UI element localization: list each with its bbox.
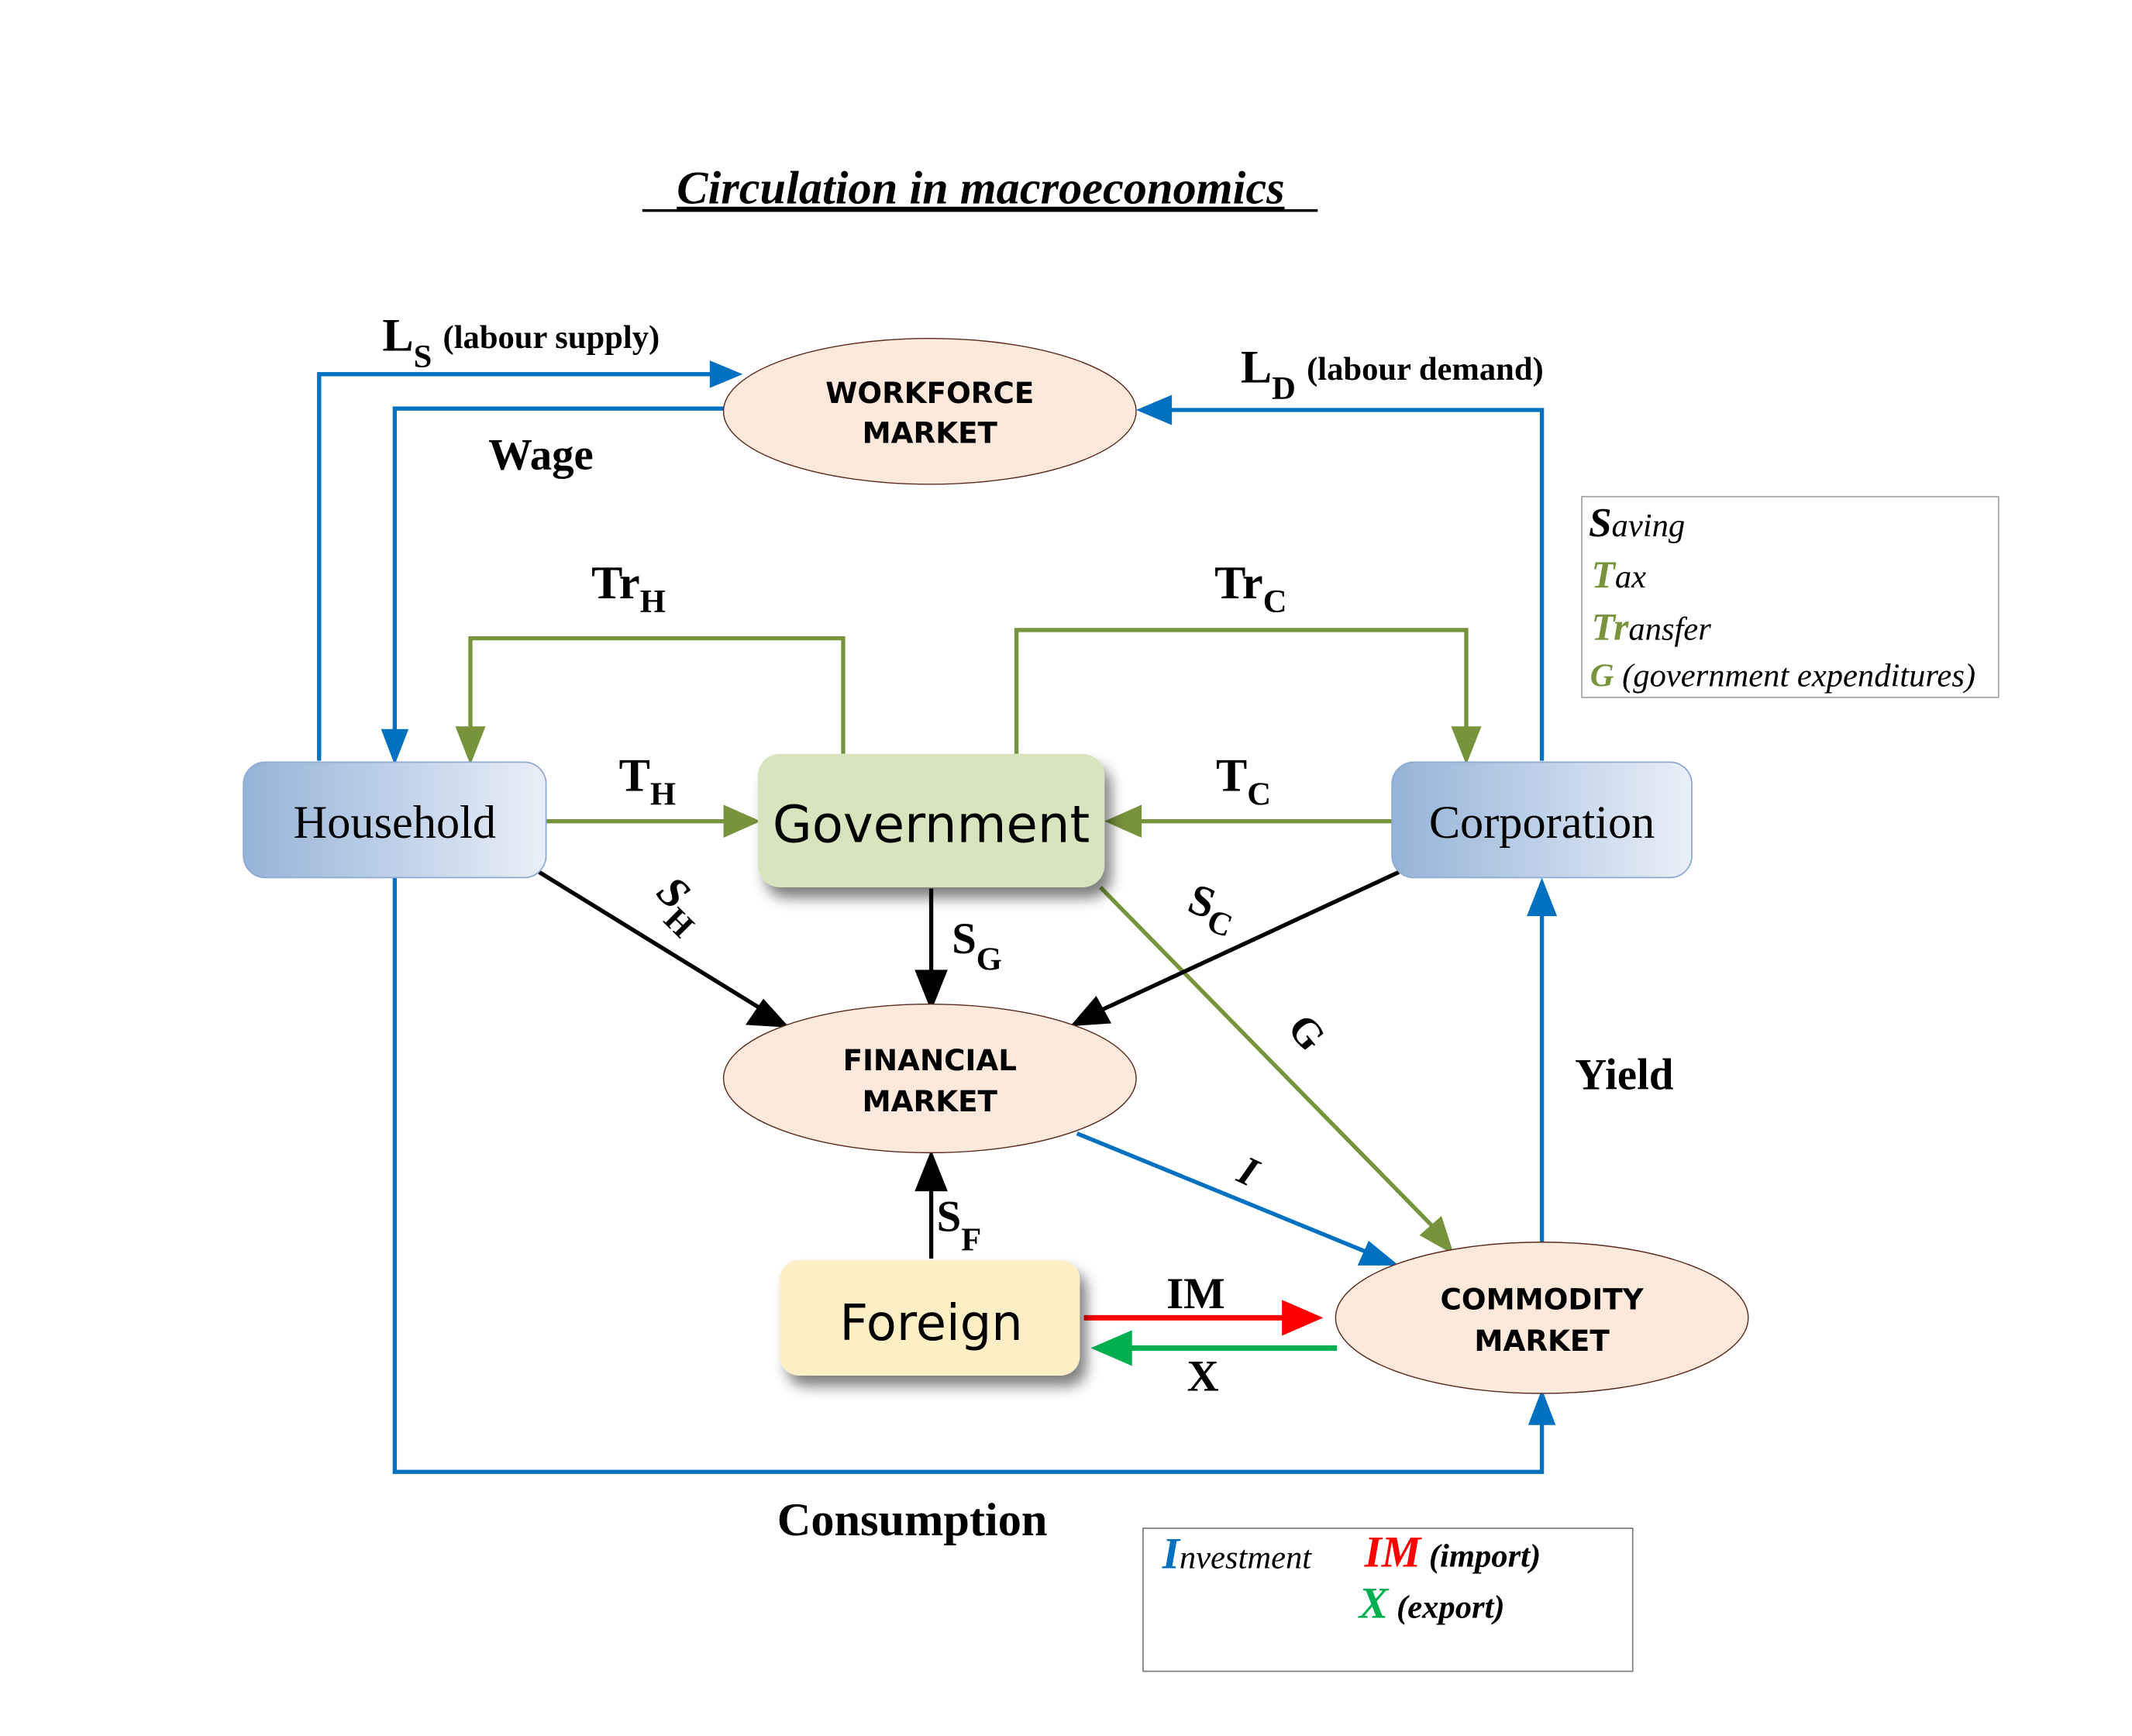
yield-label: Yield — [1575, 1051, 1673, 1100]
commodity-market-label-1: COMMODITY — [1441, 1283, 1645, 1317]
workforce-market-label-1: WORKFORCE — [825, 376, 1034, 410]
financial-market-node[interactable]: FINANCIAL MARKET — [722, 1003, 1137, 1154]
commodity-market-label-2: MARKET — [1474, 1324, 1610, 1358]
financial-market-label-2: MARKET — [863, 1084, 998, 1118]
investment-label: I — [1231, 1147, 1267, 1197]
saving-corporation-flow — [1069, 870, 1400, 1027]
legend-item-government-expenditures: G (government expenditures) — [1590, 658, 1975, 694]
transfer-corporation-flow — [1014, 628, 1482, 765]
labour-demand-label: LD(labour demand) — [1241, 341, 1544, 406]
saving-household-label: SH — [639, 866, 718, 945]
legend-item-export: X (export) — [1358, 1579, 1505, 1628]
workforce-market-label-2: MARKET — [863, 416, 998, 450]
saving-corporation-label: SC — [1180, 874, 1245, 945]
legend-government-flows: Saving Tax Transfer G (government expend… — [1581, 495, 1999, 698]
household-label: Household — [294, 797, 496, 849]
transfer-corporation-label: TrC — [1214, 557, 1286, 620]
saving-government-flow — [914, 888, 948, 1011]
tax-corporation-flow — [1104, 804, 1393, 838]
commodity-market-node[interactable]: COMMODITY MARKET — [1335, 1242, 1749, 1394]
import-label: IM — [1166, 1269, 1225, 1318]
saving-household-flow — [538, 870, 790, 1028]
legend-item-tax: Tax — [1591, 553, 1646, 596]
corporation-label: Corporation — [1429, 797, 1655, 849]
tax-corporation-label: TC — [1216, 750, 1271, 813]
labour-supply-label: LS(labour supply) — [382, 310, 660, 375]
tax-household-label: TH — [619, 750, 676, 813]
transfer-household-label: TrH — [591, 557, 666, 620]
yield-flow — [1527, 877, 1558, 1242]
saving-foreign-label: SF — [937, 1193, 982, 1259]
corporation-node[interactable]: Corporation — [1391, 761, 1693, 879]
wage-flow — [381, 406, 725, 765]
import-flow — [1083, 1300, 1324, 1336]
legend-item-import: IM (import) — [1364, 1528, 1541, 1577]
household-node[interactable]: Household — [243, 761, 547, 879]
saving-government-label: SG — [952, 914, 1002, 977]
workforce-market-node[interactable]: WORKFORCE MARKET — [722, 337, 1137, 485]
government-node[interactable]: Government — [757, 753, 1105, 887]
labour-supply-flow — [317, 360, 743, 761]
legend-item-investment: Investment — [1162, 1529, 1313, 1578]
export-flow — [1090, 1330, 1338, 1366]
government-label: Government — [773, 795, 1090, 854]
wage-label: Wage — [488, 430, 594, 479]
legend-item-saving: Saving — [1589, 500, 1685, 546]
export-label: X — [1187, 1352, 1219, 1400]
consumption-flow — [392, 877, 1556, 1474]
tax-household-flow — [546, 804, 761, 838]
government-expenditure-flow — [1098, 885, 1455, 1255]
page-title: Circulation in macroeconomics — [677, 163, 1284, 215]
legend-trade-investment: Investment IM (import) X (export) — [1142, 1528, 1634, 1672]
foreign-label: Foreign — [839, 1295, 1022, 1352]
transfer-household-flow — [455, 636, 846, 765]
government-expenditure-label: G — [1279, 1005, 1335, 1059]
investment-flow — [1076, 1132, 1400, 1266]
legend-item-transfer: Transfer — [1591, 605, 1711, 648]
saving-foreign-flow — [914, 1149, 948, 1259]
foreign-node[interactable]: Foreign — [780, 1259, 1080, 1376]
financial-market-label-1: FINANCIAL — [843, 1043, 1017, 1077]
labour-demand-flow — [1136, 394, 1545, 761]
consumption-label: Consumption — [777, 1494, 1048, 1546]
